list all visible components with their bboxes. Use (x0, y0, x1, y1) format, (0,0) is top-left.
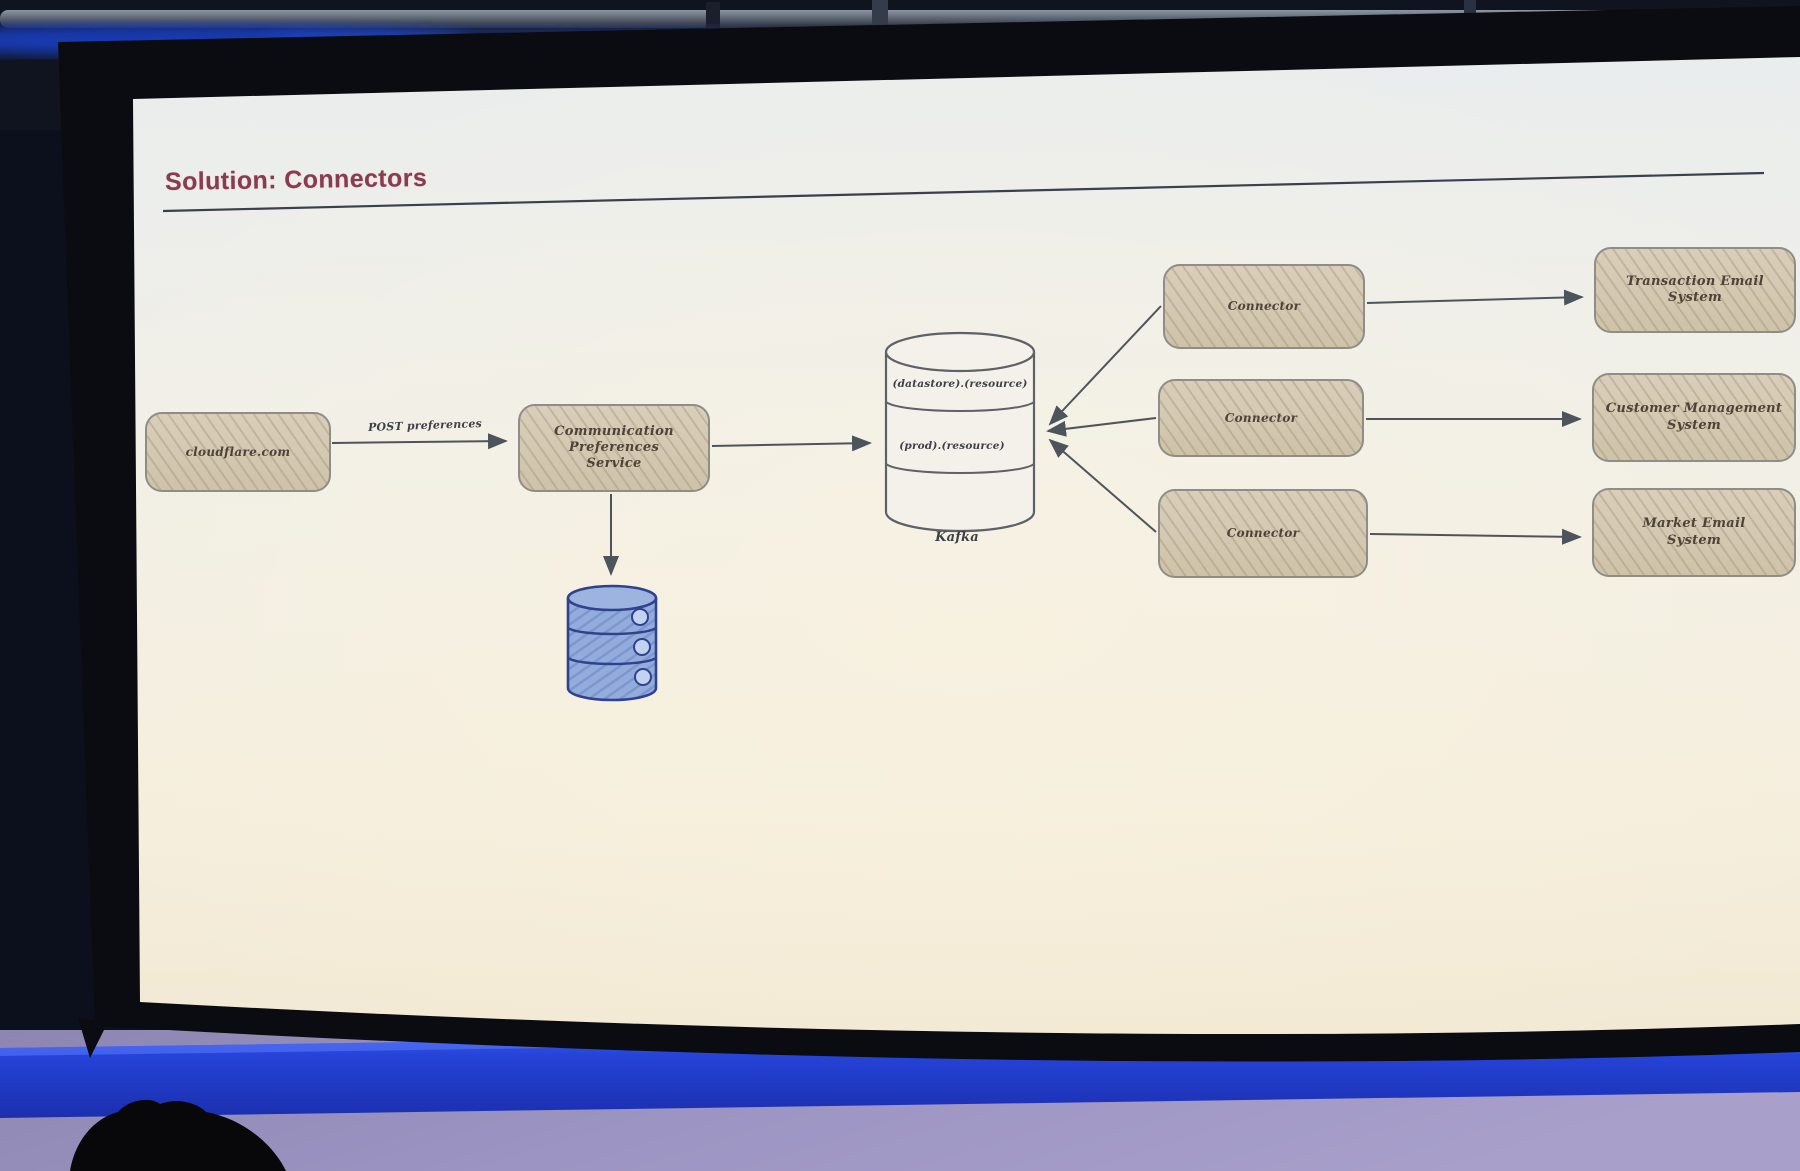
system-box-transaction-email: Transaction Email System (1594, 247, 1796, 333)
system-3-label-line2: System (1666, 532, 1722, 548)
system-2-label-line2: System (1666, 417, 1722, 433)
system-3-label-line1: Market Email (1642, 516, 1746, 532)
preferences-database-icon (566, 584, 658, 702)
kafka-topic-1-label: (datastore).(resource) (892, 378, 1028, 390)
client-box: cloudflare.com (145, 412, 331, 492)
kafka-cylinder-icon (884, 331, 1036, 533)
service-label-line2: Preferences (568, 439, 660, 455)
connector-2-label: Connector (1224, 410, 1298, 425)
arrow-connector1-to-kafka (1048, 305, 1162, 426)
system-1-label-line2: System (1667, 290, 1723, 305)
arrow-client-to-service (331, 433, 508, 450)
connector-3-label: Connector (1226, 526, 1300, 540)
arrow-connector3-to-kafka (1048, 438, 1157, 533)
arrow-connector2-to-kafka (1046, 417, 1157, 437)
bezel-corner-flap (78, 1018, 108, 1058)
connector-box-2: Connector (1158, 379, 1364, 457)
connector-1-label: Connector (1227, 299, 1301, 313)
projector-hotspot (133, 57, 1800, 1035)
kafka-caption: Kafka (935, 530, 979, 545)
title-underline (162, 171, 1765, 213)
service-box: Communication Preferences Service (518, 404, 710, 492)
system-box-market-email: Market Email System (1592, 488, 1796, 577)
system-2-label-line1: Customer Management (1605, 401, 1783, 417)
connector-box-1: Connector (1163, 264, 1365, 349)
system-1-label-line1: Transaction Email (1626, 273, 1764, 289)
audience-head-silhouette (70, 1099, 286, 1171)
system-box-customer-management: Customer Management System (1592, 373, 1796, 462)
service-label-line1: Communication (554, 423, 674, 439)
kafka-topic-2-label: (prod).(resource) (899, 440, 1005, 452)
arrow-connector3-to-system3 (1369, 528, 1582, 545)
arrow-connector1-to-system1 (1366, 289, 1584, 306)
service-label-line3: Service (586, 456, 642, 472)
connector-box-3: Connector (1158, 489, 1368, 578)
arrow-service-to-kafka (711, 435, 872, 452)
client-label: cloudflare.com (185, 444, 291, 459)
